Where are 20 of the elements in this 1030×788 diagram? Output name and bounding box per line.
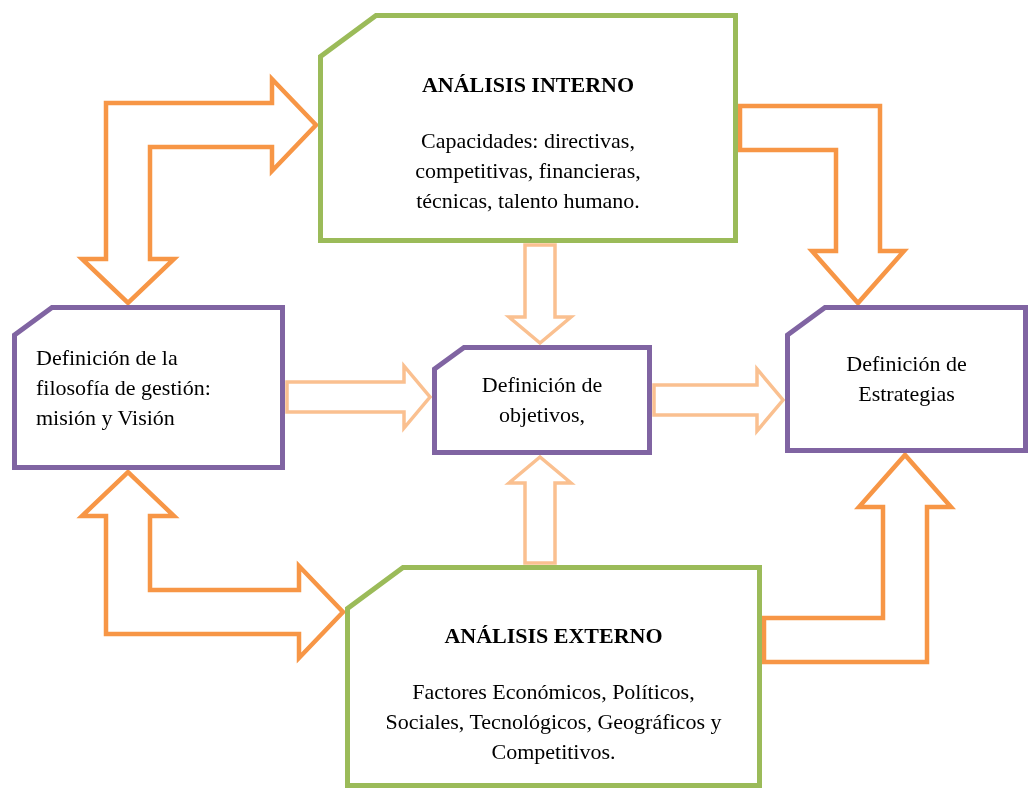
snipped-corner-box: [345, 565, 762, 788]
snipped-corner-box: [318, 13, 738, 243]
block-arrow: [504, 454, 576, 565]
snipped-corner-box: [785, 305, 1028, 453]
block-arrow: [652, 364, 786, 436]
snipped-corner-box: [432, 345, 652, 455]
box-text: Definición de la filosofía de gestión: misión y Visión: [36, 343, 212, 432]
block-arrow: [761, 451, 956, 665]
snipped-corner-box: [12, 305, 285, 470]
block-arrow: [76, 468, 347, 664]
block-arrow: [737, 103, 909, 307]
box-text: Definición de Estrategias: [845, 350, 968, 408]
box-text: Capacidades: directivas, competitivas, financieras, técnicas, talento humano.: [414, 127, 642, 215]
box-text: Factores Económicos, Políticos, Sociales, Tecnológicos, Geográficos y Competitivos.: [384, 677, 723, 766]
box-text: Definición de objetivos,: [480, 371, 604, 429]
block-arrow: [285, 361, 433, 433]
box-heading: ANÁLISIS EXTERNO: [444, 621, 663, 650]
box-heading: ANÁLISIS INTERNO: [421, 71, 635, 99]
block-arrow: [76, 73, 320, 307]
block-arrow: [504, 243, 576, 346]
